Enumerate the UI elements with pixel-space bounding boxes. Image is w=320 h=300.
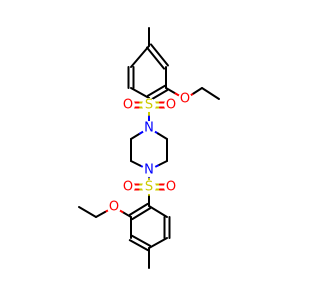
ring-top-bond-f-outer (149, 43, 169, 67)
sulfonyl-oxygen-bottom-left: O (121, 180, 135, 195)
piperazine-bond-d-end (130, 160, 141, 167)
sulfur-bottom: S (142, 180, 156, 195)
ring-bottom-bond-a-inner (131, 207, 152, 221)
nitrogen-top: N (142, 121, 156, 136)
ether-top-bond-a-start (165, 87, 177, 95)
ring-top-bond-f-inner (146, 46, 166, 70)
ethyl-top-bond (201, 87, 220, 100)
sulfonyl-oxygen-top-left-label: O (123, 98, 133, 113)
ring-bottom-bond-f (148, 205, 168, 218)
ether-bottom-bond-b-end (95, 211, 106, 218)
sulfonyl-oxygen-bottom-right-mask (164, 180, 178, 194)
sulfur-bottom-mask (142, 180, 156, 194)
ring-top-bond-a (130, 45, 150, 68)
ring-top-bond-c (130, 87, 150, 99)
ether-oxygen-bottom-mask (107, 200, 121, 214)
sulfur-top-mask (142, 98, 156, 112)
nitrogen-bottom-label: N (144, 163, 154, 178)
ether-top-bond-b-end (192, 87, 203, 95)
sulfonyl-oxygen-top-left-mask (121, 98, 135, 112)
sulfonyl-oxygen-bottom-left-mask (121, 180, 135, 194)
sulfur-bottom-label: S (145, 180, 153, 195)
piperazine-bond-a-end (157, 132, 168, 140)
ether-bottom-bond-a-start (121, 211, 132, 218)
sulfonyl-oxygen-bottom-left-label: O (123, 180, 133, 195)
ether-oxygen-top-label: O (180, 92, 190, 107)
sulfonyl-oxygen-top-left: O (121, 98, 135, 113)
ether-oxygen-top: O (178, 92, 192, 107)
ring-top-bond-d-inner (146, 84, 166, 97)
piperazine-bond-c-start (157, 160, 168, 167)
nitrogen-top-label: N (144, 121, 154, 136)
nitrogen-bottom: N (142, 163, 156, 178)
ether-oxygen-bottom: O (107, 200, 121, 215)
ring-bottom-bond-c-outer (128, 239, 149, 252)
ring-bottom-bond-c-inner (131, 234, 152, 247)
ethyl-bottom-bond (78, 206, 97, 218)
nitrogen-bottom-mask (142, 163, 156, 177)
ring-bottom-bond-a-outer (128, 202, 149, 216)
sulfonyl-oxygen-top-right-mask (164, 98, 178, 112)
nitrogen-top-mask (142, 121, 156, 135)
ring-bottom-bond-d (148, 237, 168, 249)
sulfonyl-oxygen-top-right-label: O (166, 98, 176, 113)
sulfur-top-label: S (145, 98, 153, 113)
bond-layer (78, 27, 220, 269)
sulfonyl-oxygen-top-right: O (164, 98, 178, 113)
sulfur-top: S (142, 98, 156, 113)
sulfonyl-oxygen-bottom-right: O (164, 180, 178, 195)
sulfonyl-oxygen-bottom-right-label: O (166, 180, 176, 195)
ring-top-bond-d-outer (149, 89, 169, 102)
ether-oxygen-top-mask (178, 92, 192, 106)
piperazine-bond-f-start (130, 132, 141, 140)
ether-oxygen-bottom-label: O (109, 200, 119, 215)
